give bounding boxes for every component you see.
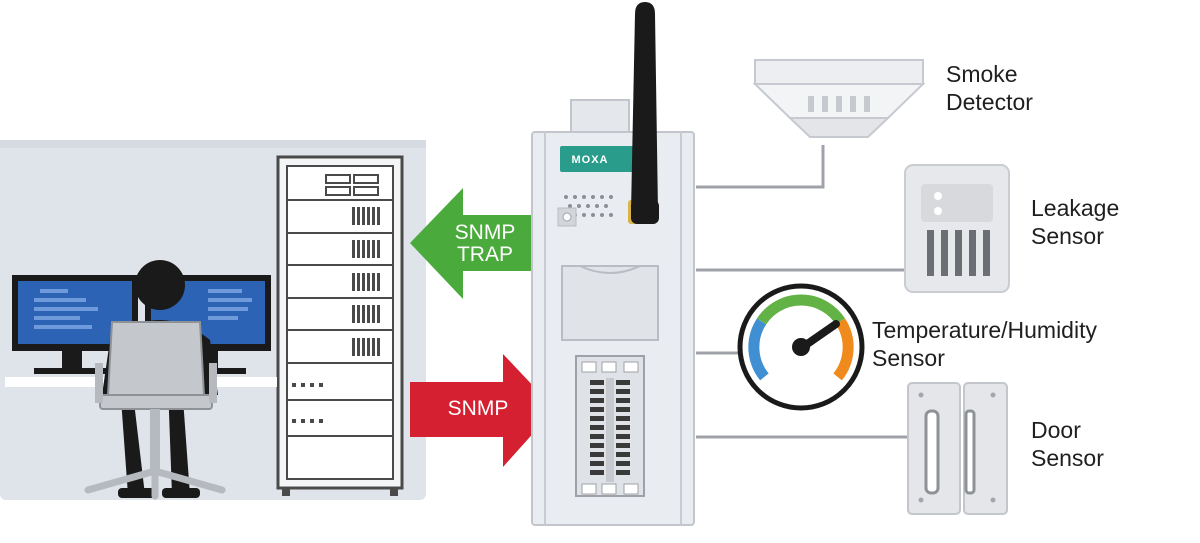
leakage-sensor-label-line2: Sensor [1031, 223, 1104, 249]
temperature-sensor-label-line1: Temperature/Humidity [872, 317, 1097, 343]
temperature-humidity-gauge-icon [737, 283, 865, 411]
smoke-detector-icon [752, 59, 926, 138]
snmp-arrow [410, 354, 555, 467]
snmp-label: SNMP [428, 398, 528, 420]
moxa-device-icon [531, 99, 695, 526]
leakage-sensor-icon [904, 164, 1010, 293]
snmp-trap-label-line2: TRAP [456, 243, 513, 266]
temperature-sensor-label: Temperature/Humidity Sensor [872, 316, 1097, 372]
monitor-icon [12, 275, 138, 374]
temperature-sensor-label-line2: Sensor [872, 345, 945, 371]
smoke-detector-label-line1: Smoke [946, 61, 1018, 87]
snmp-trap-label: SNMP TRAP [446, 222, 524, 266]
smoke-detector-label-line2: Detector [946, 89, 1033, 115]
door-sensor-icon [907, 382, 1008, 515]
door-sensor-label-line2: Sensor [1031, 445, 1104, 471]
snmp-trap-label-line1: SNMP [454, 221, 516, 244]
snmp-trap-arrow [410, 188, 544, 299]
connection-lines [696, 145, 907, 439]
door-sensor-label: Door Sensor [1031, 416, 1104, 472]
snmp-label-text: SNMP [447, 397, 509, 420]
leakage-sensor-label: Leakage Sensor [1031, 194, 1119, 250]
chair-icon [84, 321, 226, 500]
leakage-sensor-label-line1: Leakage [1031, 195, 1120, 221]
moxa-logo: MOXA [572, 154, 609, 166]
door-sensor-label-line1: Door [1031, 417, 1081, 443]
smoke-detector-label: Smoke Detector [946, 60, 1033, 116]
server-rack-icon [276, 155, 404, 496]
antenna-icon [631, 2, 659, 224]
